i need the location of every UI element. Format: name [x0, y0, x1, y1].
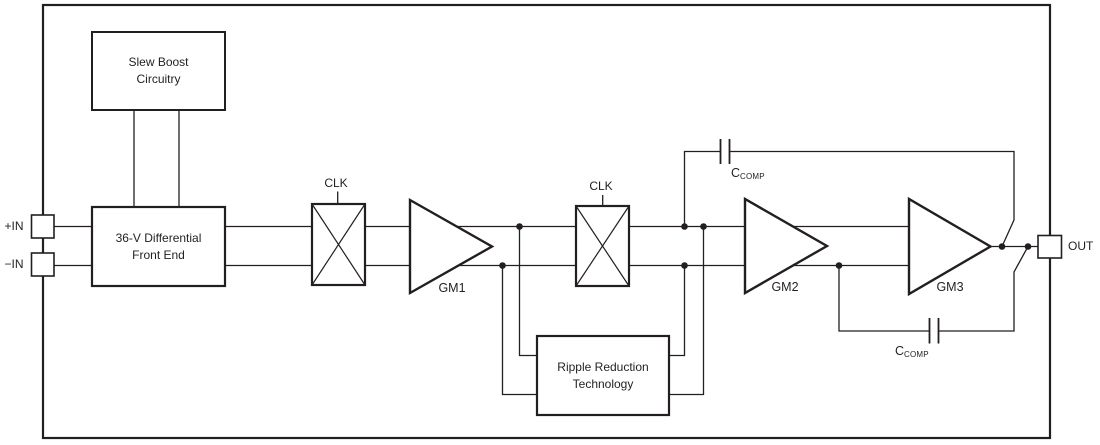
slew-boost-block: [91, 31, 226, 111]
junction-dot: [516, 223, 523, 230]
pin-label-minus-in: −IN: [4, 257, 24, 271]
pin-pad-out: [1037, 234, 1063, 259]
clk2-label: CLK: [589, 179, 613, 193]
front-end-line2: Front End: [132, 247, 185, 262]
ccomp2-sub: COMP: [904, 350, 929, 359]
ccomp2-main: C: [895, 344, 905, 358]
ripple-reduction-label: Ripple Reduction Technology: [537, 336, 669, 415]
pin-label-plus-in: +IN: [4, 219, 24, 233]
junction-dot: [1024, 243, 1032, 250]
slew-boost-line1: Slew Boost: [128, 55, 189, 69]
pin-label-out: OUT: [1068, 239, 1094, 253]
gm3-amplifier-icon: [907, 196, 993, 297]
ccomp1-feedback-wire: [683, 150, 1015, 247]
slew-boost-line2: Circuitry: [136, 72, 181, 86]
chopper1-cross-icon: [311, 203, 366, 286]
ccomp2-label: CCOMP: [895, 345, 929, 361]
junction-dot: [998, 243, 1006, 250]
gm3-label: GM3: [936, 280, 964, 294]
junction-dot: [681, 262, 688, 269]
slew-boost-label: Slew Boost Circuitry: [92, 32, 225, 110]
gm1-amplifier-icon: [408, 197, 495, 296]
junction-dots: [499, 223, 1032, 269]
pin-pad-plus-in: [30, 214, 55, 239]
junction-dot: [835, 262, 843, 269]
ripple-line2: Technology: [572, 376, 634, 391]
front-end-line1: 36-V Differential: [115, 230, 202, 245]
capacitor2-icon: [928, 318, 940, 344]
ripple-tap-right-top: [669, 265, 686, 357]
chopper2-cross-icon: [575, 205, 630, 287]
junction-dot: [681, 223, 688, 230]
front-end-block: [90, 205, 227, 288]
junction-dot: [700, 223, 707, 230]
junction-dot: [499, 262, 506, 269]
gm2-label: GM2: [771, 280, 799, 294]
pin-pad-minus-in: [30, 252, 55, 277]
ccomp2-feedback-wire: [838, 246, 1029, 332]
front-end-label: 36-V Differential Front End: [92, 207, 225, 286]
ccomp1-label: CCOMP: [731, 167, 765, 183]
ripple-tap-left-top: [518, 226, 537, 357]
gm2-amplifier-icon: [743, 196, 830, 296]
ccomp1-sub: COMP: [740, 172, 765, 181]
ccomp1-main: C: [731, 166, 741, 180]
gm1-label: GM1: [438, 281, 466, 295]
ripple-reduction-block: [535, 334, 671, 417]
ripple-tap-left-bottom: [501, 265, 537, 396]
clk1-label: CLK: [324, 176, 348, 190]
ripple-tap-right-bottom: [669, 226, 705, 396]
ripple-line1: Ripple Reduction: [557, 359, 649, 374]
capacitor1-icon: [719, 139, 731, 164]
